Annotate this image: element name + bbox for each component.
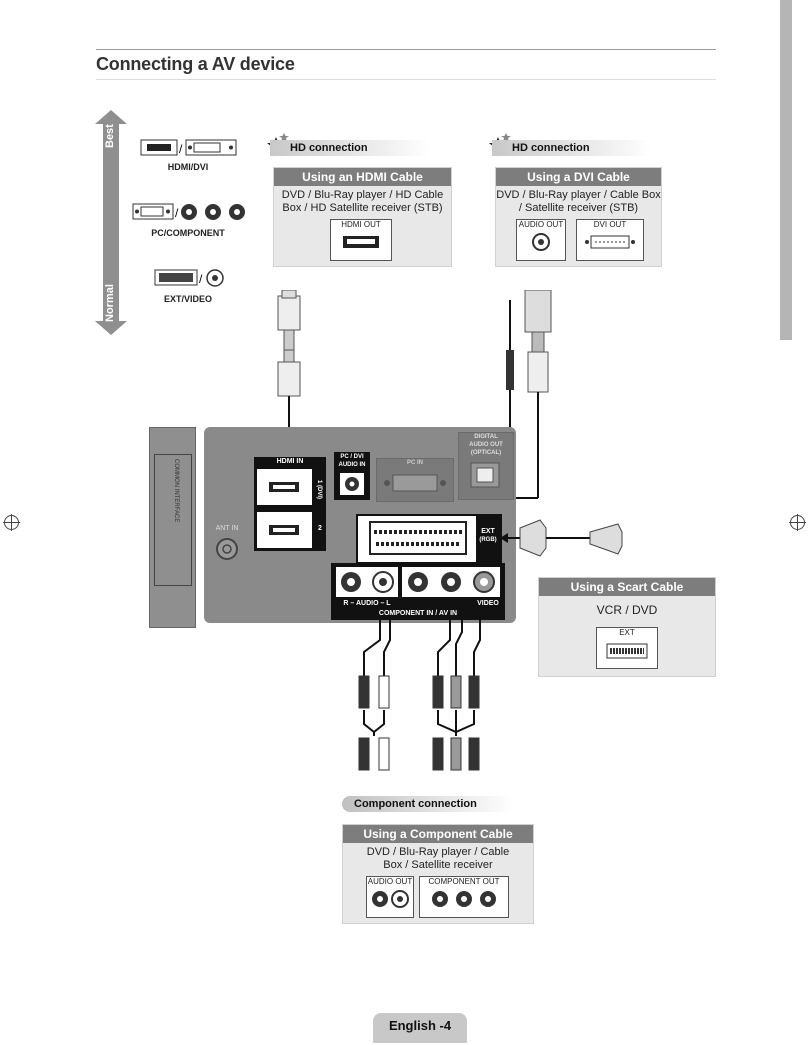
hdmi-in-2-icon [269,525,299,535]
dvi-card-desc-1: DVD / Blu-Ray player / Cable Box [496,189,661,201]
component-card-desc-2: Box / Satellite receiver [383,859,493,871]
registration-mark-left-icon [3,514,20,531]
hdmi-out-label: HDMI OUT [341,220,381,229]
component-jacks-icon[interactable] [402,567,500,597]
audio-in-label: R – AUDIO – L [343,600,391,607]
hdmi-card-desc-2: Box / HD Satellite receiver (STB) [282,202,443,214]
dvi-out-label: DVI OUT [593,220,627,229]
svg-text:/: / [175,206,179,220]
hdmi-2-label: 2 [318,525,322,532]
pc-dvi-audio-in-block: PC / DVI AUDIO IN [334,452,370,500]
component-rca-cables [358,620,481,771]
pc-in-block: PC IN [376,458,454,502]
hdmi-hd-connection-tag: HD connection [270,140,430,156]
audio-lr-jacks-icon[interactable] [336,567,398,597]
top-rule [96,49,716,50]
hdmi-card-desc-1: DVD / Blu-Ray player / HD Cable [281,189,444,201]
digital-audio-label-2: AUDIO OUT [469,442,503,448]
title-underline [96,79,716,80]
hdmi-in-label: HDMI IN [276,458,304,465]
page-title: Connecting a AV device [96,54,295,74]
digital-audio-out-block: DIGITAL AUDIO OUT (OPTICAL) [458,432,514,500]
scart-icon [369,521,467,555]
dvi-card-title: Using a DVI Cable [496,168,661,186]
ext-label: EXT [481,528,495,535]
pc-dvi-label-2: AUDIO IN [338,462,366,468]
dvi-card-desc-2: / Satellite receiver (STB) [518,202,639,214]
video-in-label: VIDEO [477,600,499,607]
component-audio-out-label: AUDIO OUT [367,877,413,886]
component-av-in-block: R – AUDIO – L VIDEO COMPONENT IN / AV IN [331,563,505,620]
scart-ext-label: EXT [619,628,635,637]
component-connection-tag: Component connection [342,796,514,812]
digital-audio-label-1: DIGITAL [474,434,498,440]
component-out-label: COMPONENT OUT [428,877,500,886]
svg-text:/: / [199,272,203,286]
quality-item-hdmi-dvi: HDMI/DVI [167,162,209,172]
common-interface-panel: COMMON INTERFACE [149,427,196,628]
component-card-desc-1: DVD / Blu-Ray player / Cable [366,846,510,858]
audio-in-ports [336,567,398,597]
scart-ext-port: EXT [596,627,658,669]
hdmi-dvi-port-icon: / [140,139,237,156]
pc-in-port-icon[interactable] [377,467,453,497]
registration-mark-right-icon [789,514,806,531]
hdmi-in-1-icon [269,482,299,492]
component-in-av-in-label: COMPONENT IN / AV IN [378,610,458,617]
ant-in-port-icon[interactable] [215,537,239,561]
dvi-port-icon [585,235,635,249]
hdmi-in-block: HDMI IN 1 (DVI) 2 [254,457,326,551]
quality-item-pc-component: PC/COMPONENT [151,228,225,238]
digital-audio-label-3: (OPTICAL) [470,450,502,456]
hdmi-in-2-port[interactable] [257,512,312,548]
component-audio-out-port: AUDIO OUT [366,876,414,918]
optical-port-icon[interactable] [459,457,513,491]
side-tab-bar [780,0,792,340]
scart-card-title: Using a Scart Cable [539,578,715,596]
ext-rgb-label: (RGB) [479,537,497,543]
hdmi-port-icon [343,236,379,248]
common-interface-slot[interactable]: COMMON INTERFACE [154,454,192,586]
dvi-out-port: DVI OUT [576,219,644,261]
scart-ext-icon [606,643,648,659]
hdmi-1-dvi-label: 1 (DVI) [316,480,322,500]
component-out-jacks-icon [432,891,496,907]
ext-video-port-icon: / [154,269,224,287]
dvi-audio-out-port: AUDIO OUT [516,219,566,261]
common-interface-label: COMMON INTERFACE [173,459,179,523]
scale-best-label: Best [104,124,116,148]
svg-text:/: / [179,142,183,156]
scart-cable [500,519,623,557]
ext-rgb-label-block: EXT (RGB) [476,514,500,562]
dvi-audio-out-label: AUDIO OUT [518,220,564,229]
top-cables [277,290,552,502]
ant-in-label: ANT IN [215,525,239,532]
pc-component-port-icon: / [132,203,245,220]
quality-scale-arrow [95,110,127,335]
pc-dvi-label-1: PC / DVI [340,454,364,460]
component-in-ports [402,567,500,597]
component-audio-jacks-icon [372,890,409,908]
quality-item-ext-video: EXT/VIDEO [163,294,212,304]
dvi-hd-connection-tag: HD connection [492,140,652,156]
audio-jack-icon [532,233,550,251]
pc-dvi-audio-jack-icon[interactable] [334,469,370,499]
hdmi-out-port: HDMI OUT [330,219,392,261]
hdmi-card-title: Using an HDMI Cable [274,168,451,186]
component-card-title: Using a Component Cable [343,825,533,843]
hdmi-in-1-port[interactable] [257,469,312,505]
page-footer: English -4 [373,1013,467,1043]
scale-normal-label: Normal [104,284,116,322]
scart-card-desc: VCR / DVD [596,603,658,617]
component-out-port: COMPONENT OUT [419,876,509,918]
pc-in-label: PC IN [406,460,423,466]
